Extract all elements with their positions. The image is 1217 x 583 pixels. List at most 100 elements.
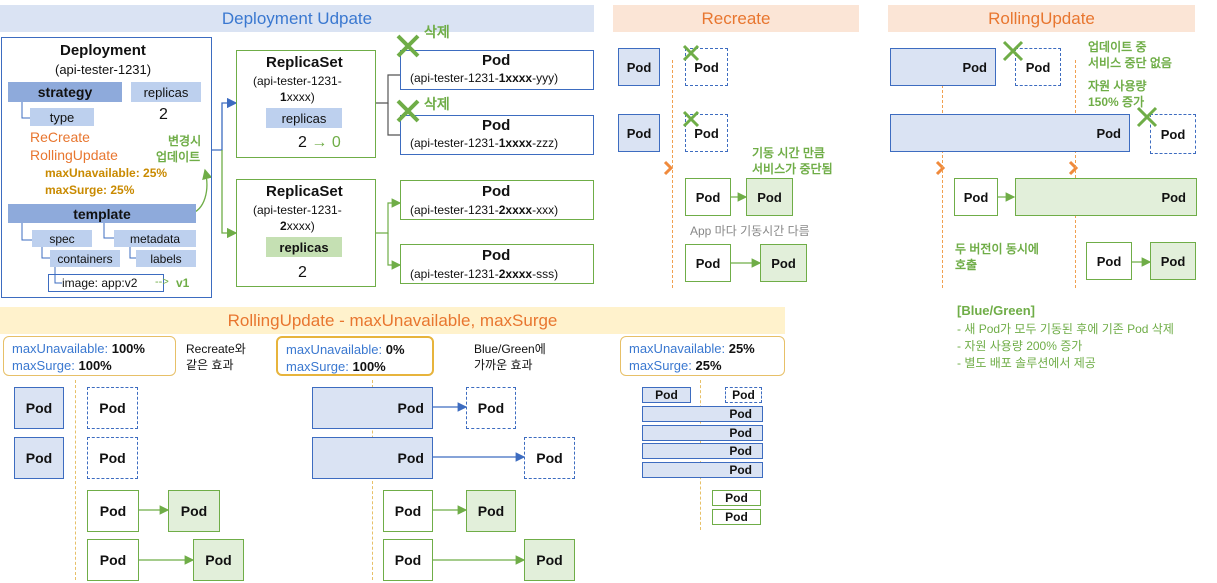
header-rolling-update: RollingUpdate	[888, 5, 1195, 32]
rolling-note-1: 업데이트 중	[1088, 40, 1147, 54]
recreate-pod-start-1: Pod	[685, 178, 731, 216]
param-note-2b: 가까운 효과	[474, 358, 533, 372]
rolling-note-4: 150% 증가	[1088, 95, 1145, 109]
param-3-pod-rolling-3: Pod	[642, 443, 763, 459]
recreate-pod-start-2: Pod	[685, 244, 731, 282]
header-recreate: Recreate	[613, 5, 859, 32]
param-1-pod-start-2: Pod	[87, 539, 139, 581]
param-1-pod-deleted-2: Pod	[87, 437, 138, 479]
deploy-pod-4	[400, 244, 594, 284]
spec-label: spec	[32, 230, 92, 247]
param-2-pod-new-1: Pod	[466, 490, 516, 532]
param-1-pod-new-1: Pod	[168, 490, 220, 532]
rolling-pod-start-2: Pod	[1086, 242, 1132, 280]
rolling-note-2: 서비스 중단 없음	[1088, 56, 1172, 70]
param-3-pod-old: Pod	[642, 387, 691, 403]
replicaset-1-title: ReplicaSet	[266, 54, 343, 71]
param-3-pod-rolling-1: Pod	[642, 406, 763, 422]
param-2-pod-old-1: Pod	[312, 387, 433, 429]
deployment-box	[1, 37, 212, 298]
change-note-1: 변경시	[168, 134, 202, 148]
param-2-pod-deleted-1: Pod	[466, 387, 516, 429]
rolling-pod-deleted-1: Pod	[1015, 48, 1061, 86]
recreate-pod-deleted-1: Pod	[685, 48, 728, 86]
param-1-pod-start-1: Pod	[87, 490, 139, 532]
delete-label-1: 삭제	[424, 24, 450, 40]
delete-x-icon	[682, 110, 700, 128]
delete-x-icon	[396, 34, 420, 58]
param-box-3: maxUnavailable: 25% maxSurge: 25%	[620, 336, 785, 376]
recreate-pod-old-2: Pod	[618, 114, 660, 152]
type-label: type	[30, 108, 94, 126]
param-2-pod-deleted-2: Pod	[524, 437, 575, 479]
rolling-pod-deleted-2: Pod	[1150, 114, 1196, 154]
param-box-2: maxUnavailable: 0% maxSurge: 100%	[276, 336, 434, 376]
rolling-timeline-2	[1075, 60, 1076, 288]
max-surge-option: maxSurge: 25%	[45, 183, 135, 197]
replicaset-2-title: ReplicaSet	[266, 183, 343, 200]
deployment-name: (api-tester-1231)	[55, 62, 152, 77]
rolling-pod-new-1: Pod	[1015, 178, 1197, 216]
recreate-pod-old-1: Pod	[618, 48, 660, 86]
deploy-pod-1	[400, 50, 594, 90]
recreate-pod-new-2: Pod	[760, 244, 807, 282]
metadata-label: metadata	[114, 230, 196, 247]
delete-x-icon	[396, 99, 420, 123]
replicaset-2-replicas-label: replicas	[266, 237, 342, 257]
replicaset-1	[236, 50, 376, 158]
param-2-pod-start-1: Pod	[383, 490, 433, 532]
recreate-timeline	[672, 60, 673, 288]
deploy-pod-2	[400, 115, 594, 155]
change-note-2: 업데이트	[156, 150, 201, 164]
param-box-1: maxUnavailable: 100% maxSurge: 100%	[3, 336, 176, 376]
delete-label-2: 삭제	[424, 96, 450, 112]
delete-x-icon	[682, 44, 700, 62]
image-value: image: app:v2	[62, 276, 138, 290]
deploy-pod-2-title: Pod	[482, 117, 511, 134]
replicaset-1-name: (api-tester-1231- 1xxxx)	[253, 74, 342, 104]
rolling-pod-old-2: Pod	[890, 114, 1130, 152]
deploy-pod-3-title: Pod	[482, 183, 511, 200]
deploy-pod-4-name: (api-tester-1231-2xxxx-sss)	[410, 267, 559, 281]
replicaset-1-replicas-value: 2 → 0	[298, 134, 341, 151]
param-2-timeline	[372, 380, 373, 580]
rolling-timeline-1	[942, 60, 943, 288]
recreate-pod-new-1: Pod	[746, 178, 793, 216]
recreate-app-note: App 마다 기동시간 다름	[690, 224, 810, 238]
image-arrow: -->	[155, 276, 169, 288]
param-3-pod-new-1: Pod	[712, 490, 761, 506]
param-note-1b: 같은 효과	[186, 358, 234, 372]
image-prev: v1	[176, 276, 190, 290]
labels-label: labels	[136, 250, 196, 267]
delete-x-icon	[1136, 106, 1158, 128]
replicaset-2-replicas-value: 2	[298, 264, 307, 281]
replicas-label: replicas	[131, 82, 201, 102]
rolling-both-1: 두 버전이 동시에	[955, 242, 1039, 256]
rolling-pod-start-1: Pod	[954, 178, 998, 216]
recreate-option: ReCreate	[30, 129, 90, 145]
param-note-2a: Blue/Green에	[474, 342, 546, 356]
deployment-title: Deployment	[60, 42, 146, 59]
deploy-pod-1-title: Pod	[482, 52, 511, 69]
delete-x-icon	[1002, 40, 1024, 62]
containers-label: containers	[50, 250, 120, 267]
param-1-pod-old-1: Pod	[14, 387, 64, 429]
param-1-pod-old-2: Pod	[14, 437, 64, 479]
deploy-pod-3	[400, 180, 594, 220]
replicas-value: 2	[159, 106, 168, 123]
strategy-label: strategy	[8, 82, 122, 102]
rolling-both-2: 호출	[955, 258, 978, 272]
bluegreen-title: [Blue/Green]	[957, 303, 1036, 318]
header-deployment-update: Deployment Udpate	[0, 5, 594, 32]
param-3-pod-deleted: Pod	[725, 387, 762, 403]
replicaset-2-name: (api-tester-1231- 2xxxx)	[253, 203, 342, 233]
recreate-note-1: 기동 시간 만큼	[752, 146, 825, 160]
param-1-pod-new-2: Pod	[193, 539, 244, 581]
param-note-1a: Recreate와	[186, 342, 246, 356]
bluegreen-item-2: - 자원 사용량 200% 증가	[957, 339, 1083, 353]
replicaset-1-replicas-label: replicas	[266, 108, 342, 128]
param-3-pod-new-2: Pod	[712, 509, 761, 525]
param-3-pod-rolling-2: Pod	[642, 425, 763, 441]
rolling-pod-old-1: Pod	[890, 48, 996, 86]
